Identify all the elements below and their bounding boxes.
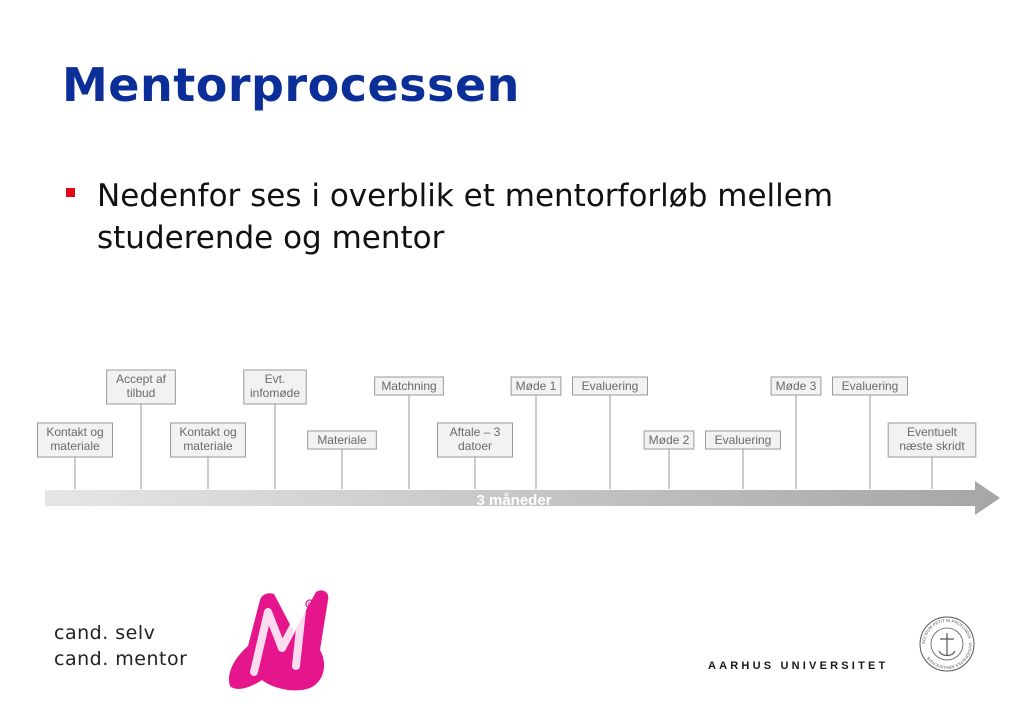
milestone-label: materiale: [50, 439, 100, 453]
milestone-label: næste skridt: [899, 439, 965, 453]
milestone-label: Evt.: [265, 372, 286, 386]
milestone-label: materiale: [183, 439, 233, 453]
milestone-label: Evaluering: [582, 379, 639, 393]
milestone-5: Materiale: [307, 430, 377, 489]
milestone-label: Møde 2: [649, 433, 690, 447]
milestone-6: Matchning: [374, 376, 444, 489]
cand-mentor-text: cand. mentor: [54, 648, 188, 670]
milestone-box: [170, 422, 246, 458]
milestone-box: [705, 430, 781, 450]
milestone-4: Evt.infomøde: [243, 369, 307, 489]
milestone-box: [437, 422, 513, 458]
milestone-10: Møde 2: [643, 430, 695, 489]
milestone-label: Accept af: [116, 372, 167, 386]
timeline-arrow: [45, 481, 1000, 515]
milestone-box: [510, 376, 562, 396]
milestone-label: tilbud: [127, 386, 156, 400]
cand-slogan: cand. selv cand. mentor: [54, 620, 187, 672]
milestone-box: [770, 376, 822, 396]
milestone-label: Eventuelt: [907, 425, 958, 439]
cand-selv-text: cand. selv: [54, 622, 156, 644]
milestone-box: [243, 369, 307, 405]
milestone-box: [887, 422, 977, 458]
milestone-9: Evaluering: [572, 376, 648, 489]
milestone-box: [307, 430, 377, 450]
milestone-label: Materiale: [317, 433, 367, 447]
slide-title: Mentorprocessen: [62, 58, 520, 112]
milestone-label: Matchning: [381, 379, 436, 393]
milestone-label: Møde 3: [776, 379, 817, 393]
mentor-m-logo-icon: M R: [228, 590, 329, 691]
milestone-label: Evaluering: [715, 433, 772, 447]
university-name: AARHUS UNIVERSITET: [708, 660, 889, 672]
milestone-box: [832, 376, 908, 396]
milestone-box: [572, 376, 648, 396]
milestone-12: Møde 3: [770, 376, 822, 489]
milestone-label: infomøde: [250, 386, 300, 400]
milestone-box: [37, 422, 113, 458]
milestone-label: Kontakt og: [179, 425, 236, 439]
milestone-8: Møde 1: [510, 376, 562, 489]
university-seal-icon: SOLIDUM PETIT IN PROFUNDIS · UNIVERSITAS…: [919, 616, 975, 672]
milestone-label: Evaluering: [842, 379, 899, 393]
milestone-box: [106, 369, 176, 405]
milestone-label: Aftale – 3: [450, 425, 501, 439]
milestone-13: Evaluering: [832, 376, 908, 489]
timeline-arrow-label: 3 måneder: [476, 492, 551, 509]
milestone-11: Evaluering: [705, 430, 781, 489]
milestone-label: datoer: [458, 439, 492, 453]
bullet-text: Nedenfor ses i overblik et mentorforløb …: [97, 178, 834, 256]
svg-text:R: R: [308, 603, 313, 609]
milestone-box: [374, 376, 444, 396]
milestone-label: Møde 1: [516, 379, 557, 393]
milestone-box: [643, 430, 695, 450]
bullet-marker: [66, 188, 75, 197]
milestone-label: Kontakt og: [46, 425, 103, 439]
